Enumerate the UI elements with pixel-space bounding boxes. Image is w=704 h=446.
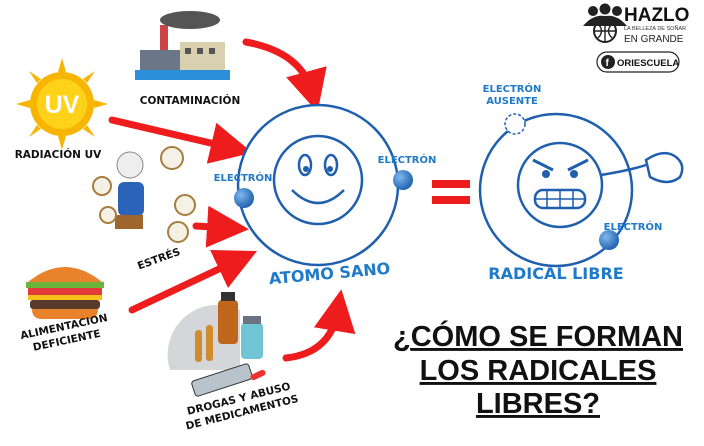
cause-arrows [108,38,356,362]
arrow-food [128,249,257,314]
fist-arm-icon [600,163,647,177]
uv-sun-icon: UV [16,58,108,150]
radical-label: RADICAL LIBRE [488,264,623,283]
electron-left [234,188,254,208]
brand-name: HAZLO [624,5,689,26]
page-title: ¿CÓMO SE FORMAN LOS RADICALES LIBRES? [393,319,683,420]
equals-sign [432,180,470,204]
fist-icon [644,151,684,184]
people-globe-icon [583,3,627,43]
social-handle: ORIESCUELA [617,58,679,69]
electron-left-label: ELECTRÓN [214,171,273,184]
radical-electron [599,230,619,250]
missing-electron-label-line2: AUSENTE [486,96,538,107]
electron-right [393,170,413,190]
title-line1: ¿CÓMO SE FORMAN [393,319,683,353]
missing-electron [504,113,526,135]
healthy-atom-label: ATOMO SANO [268,259,391,289]
stressed-worker-icon [92,146,196,243]
arrow-uv [108,116,253,164]
missing-electron-label-line1: ELECTRÓN [483,82,542,95]
title-line2: LOS RADICALES [420,355,657,387]
smiley-face-icon [272,134,364,226]
factory-icon [135,11,230,80]
brand-subtitle: EN GRANDE [624,34,684,45]
uv-label: RADIACIÓN UV [15,148,102,161]
radical-electron-label: ELECTRÓN [604,220,663,233]
healthy-atom: ELECTRÓN ELECTRÓN ATOMO SANO [214,103,437,289]
arrow-drugs [282,289,356,362]
free-radical: ELECTRÓN AUSENTE ELECTRÓN RADICAL LIBRE [478,82,684,283]
uv-icon-text: UV [45,91,80,119]
pollution-label: CONTAMINACIÓN [140,94,241,107]
brand-tagline: LA BELLEZA DE SOÑAR [624,25,686,32]
social-badge[interactable]: f ORIESCUELA [596,51,680,73]
svg-text:f: f [606,58,610,69]
electron-right-label: ELECTRÓN [378,153,437,166]
burger-icon [26,267,104,319]
title-line3: LIBRES? [476,388,600,420]
arrow-pollution [242,38,327,113]
brand-logo: HAZLO LA BELLEZA DE SOÑAR EN GRANDE [583,3,689,45]
angry-face-icon [516,141,604,229]
stress-label: ESTRÉS [136,245,182,273]
arrow-stress [192,205,249,248]
facebook-icon [601,55,615,69]
medicines-icon [167,292,266,397]
